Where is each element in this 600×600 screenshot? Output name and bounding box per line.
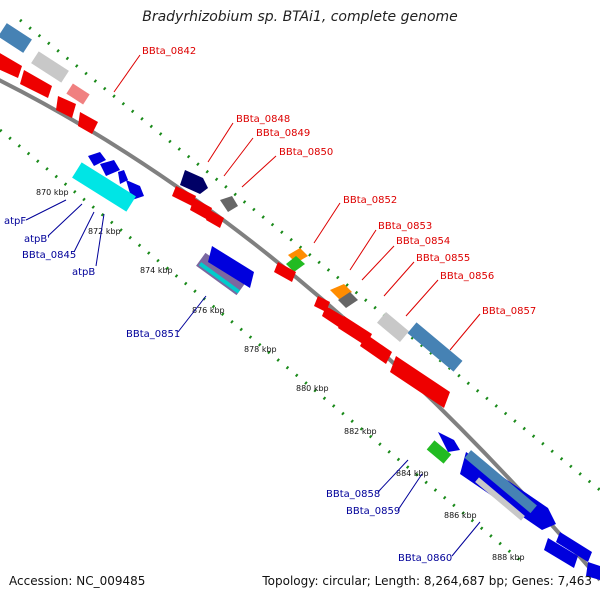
gene-label: BBta_0845 [22, 250, 76, 261]
feature-rna-0860 [464, 450, 537, 514]
reverse-features [72, 152, 600, 580]
gc-track-outer [19, 18, 600, 492]
gene-label: BBta_0856 [440, 271, 494, 282]
feature-blue-0851 [208, 246, 254, 288]
gene-label: atpF [4, 216, 26, 227]
forward-gene-labels: BBta_0842 BBta_0848 BBta_0849 BBta_0850 … [113, 46, 536, 351]
tick-label: 882 kbp [344, 427, 377, 436]
feature-cds-0848 [180, 170, 208, 194]
gene-label: BBta_0848 [236, 114, 290, 125]
tick-label: 888 kbp [492, 553, 525, 562]
gene-label: BBta_0860 [398, 553, 452, 564]
feature-cds-0852b [286, 256, 305, 272]
gc-track-inner [0, 128, 521, 562]
map-title: Bradyrhizobium sp. BTAi1, complete genom… [142, 9, 458, 25]
gene-label: BBta_0857 [482, 306, 536, 317]
feature-cds-0853 [330, 284, 352, 300]
gene-label: atpB' [24, 234, 50, 245]
gene-label: BBta_0858 [326, 489, 380, 500]
forward-cds-arrows [0, 53, 450, 408]
tick-labels: 870 kbp 872 kbp 874 kbp 876 kbp 878 kbp … [36, 188, 525, 562]
feature-pink-0842 [66, 83, 90, 105]
gene-label: BBta_0859 [346, 506, 400, 517]
feature-cds-0854 [338, 292, 358, 308]
topology-text: Topology: circular; Length: 8,264,687 bp… [262, 574, 592, 588]
gene-label: BBta_0850 [279, 147, 333, 158]
feature-other-0842 [31, 51, 69, 83]
tick-label: 874 kbp [140, 266, 173, 275]
gene-label: atpB [72, 267, 95, 278]
tick-label: 886 kbp [444, 511, 477, 520]
tick-label: 870 kbp [36, 188, 69, 197]
feature-cyan-atp [72, 162, 136, 212]
feature-cds-0850 [220, 196, 238, 212]
tick-label: 880 kbp [296, 384, 329, 393]
feature-stripe-0851 [196, 252, 246, 296]
accession-text: Accession: NC_009485 [9, 574, 146, 588]
tick-label: 876 kbp [192, 306, 225, 315]
gene-label: BBta_0855 [416, 253, 470, 264]
gene-label: BBta_0852 [343, 195, 397, 206]
feature-green-0858 [426, 440, 452, 464]
reverse-gene-labels: atpF atpB' BBta_0845 atpB BBta_0851 BBta… [4, 199, 481, 564]
feature-rna-0857 [407, 322, 463, 372]
forward-features [0, 23, 463, 372]
gene-label: BBta_0849 [256, 128, 310, 139]
gene-label: BBta_0853 [378, 221, 432, 232]
tick-label: 872 kbp [88, 227, 121, 236]
feature-other-0856 [377, 311, 409, 343]
gene-label: BBta_0851 [126, 329, 180, 340]
tick-label: 884 kbp [396, 469, 429, 478]
tick-label: 878 kbp [244, 345, 277, 354]
gene-label: BBta_0842 [142, 46, 196, 57]
feature-rna-0842 [0, 23, 32, 53]
gene-label: BBta_0854 [396, 236, 450, 247]
